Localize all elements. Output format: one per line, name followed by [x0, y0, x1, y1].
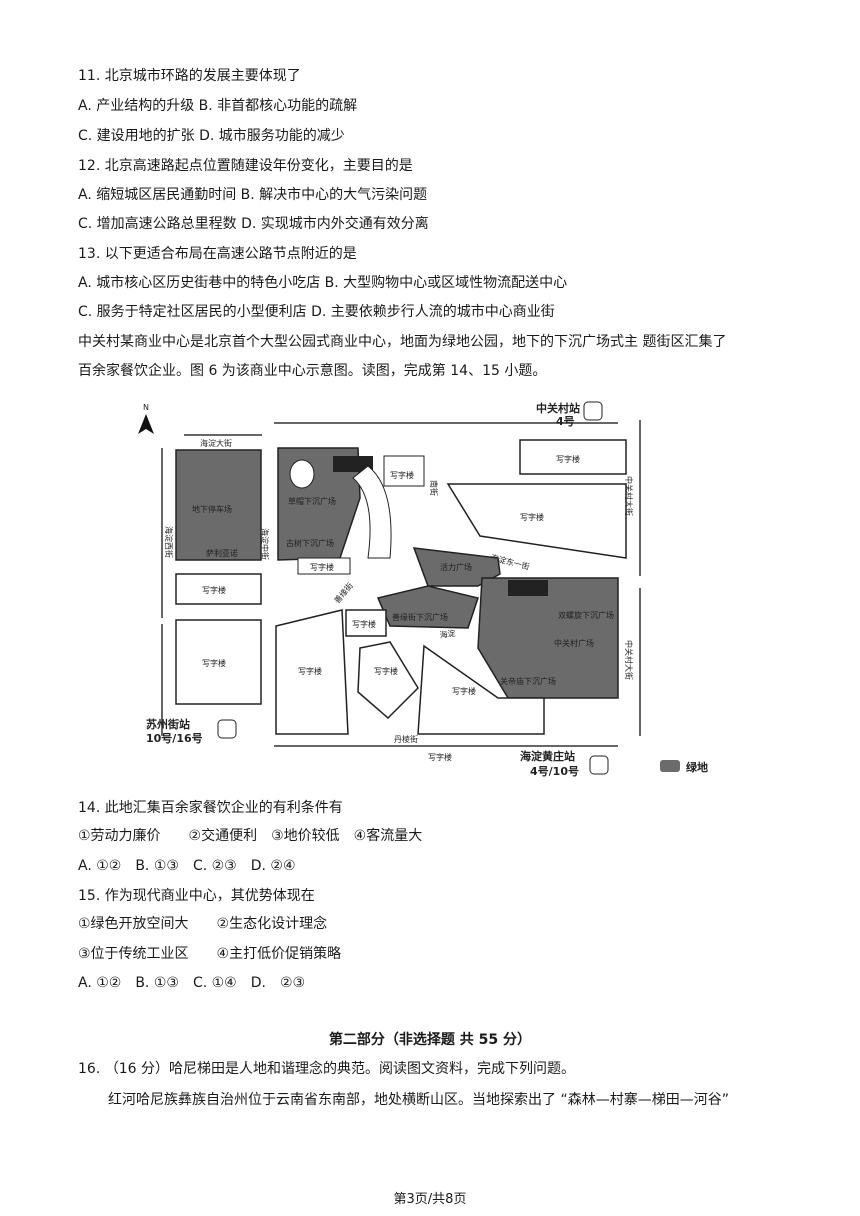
commercial-center-map: N 地下停车场 萨利亚诺 海淀大街 海淀西街 海淀中街 写字楼 写字楼 西区 草… [138, 401, 708, 778]
parking-block [175, 449, 262, 561]
shuangluo-label: 双螺旋下沉广场 [558, 610, 614, 620]
east-district [477, 577, 619, 699]
office-label-7: 写字楼 [352, 619, 376, 629]
road-caoyuan: 善缘街 [332, 580, 355, 605]
office-label-3: 写字楼 [390, 470, 414, 480]
road-danling: 丹棱街 [394, 734, 418, 744]
zgc-plaza-label: 中关村广场 [554, 638, 594, 648]
subway-icon-zgc [583, 401, 603, 421]
guandi-label: 关帝庙下沉广场 [500, 676, 556, 686]
legend-green-swatch [660, 760, 680, 772]
subway-icon-szj [217, 719, 237, 739]
bridge-label: 南街 [429, 480, 439, 496]
intro-line-1: 中关村某商业中心是北京首个大型公园式商业中心，地面为绿地公园，地下的下沉广场式主… [78, 334, 727, 350]
office-label-10: 写字楼 [452, 686, 476, 696]
office-label-9: 写字楼 [374, 666, 398, 676]
subway-icon-hdhz [589, 755, 609, 775]
q13-stem: 13. 以下更适合布局在高速公路节点附近的是 [78, 246, 357, 262]
station-szj-name: 苏州街站 [146, 717, 190, 731]
q15-options: A. ①② B. ①③ C. ①④ D. ②③ [78, 975, 306, 991]
office-label-11: 写字楼 [428, 752, 452, 762]
office-label-1: 写字楼 [202, 585, 226, 595]
road-zgc-top: 中关村大街 [624, 476, 634, 516]
ssq-label: 萨利亚诺 [206, 548, 238, 558]
q15-items-1: ①绿色开放空间大 ②生态化设计理念 [78, 916, 328, 932]
q13-options-cd: C. 服务于特定社区居民的小型便利店 D. 主要依赖步行人流的城市中心商业街 [78, 304, 555, 320]
station-zgc-line: 4号 [556, 415, 575, 428]
q14-items: ①劳动力廉价 ②交通便利 ③地价较低 ④客流量大 [78, 828, 423, 844]
station-zgc-name: 中关村站 [536, 401, 580, 415]
office-label-2: 写字楼 [202, 658, 226, 668]
q16-line-1: 16. （16 分）哈尼梯田是人地和谐理念的典范。阅读图文资料，完成下列问题。 [78, 1061, 575, 1077]
q15-stem: 15. 作为现代商业中心，其优势体现在 [78, 888, 315, 904]
part2-title: 第二部分（非选择题 共 55 分） [328, 1032, 532, 1048]
office-label-8: 写字楼 [298, 666, 322, 676]
north-label: N [143, 403, 149, 412]
q11-options-ab: A. 产业结构的升级 B. 非首都核心功能的疏解 [78, 98, 358, 114]
station-szj-line: 10号/16号 [146, 732, 203, 745]
office-label-5: 写字楼 [556, 454, 580, 464]
road-haidian-xijie: 海淀西街 [164, 526, 174, 558]
q16-line-2: 红河哈尼族彝族自治州位于云南省东南部，地处横断山区。当地探索出了 “森林—村寨—… [108, 1092, 729, 1108]
road-zgc-bottom: 中关村大街 [624, 640, 634, 680]
road-haidian-zhongjie: 海淀中街 [260, 528, 270, 560]
q12-stem: 12. 北京高速路起点位置随建设年份变化，主要目的是 [78, 158, 413, 174]
station-hdhz-name: 海淀黄庄站 [520, 749, 575, 763]
legend: 绿地 [660, 760, 708, 774]
q12-options-cd: C. 增加高速公路总里程数 D. 实现城市内外交通有效分离 [78, 216, 429, 232]
caomao-label: 草帽下沉广场 [288, 496, 336, 506]
station-hdhz-line: 4号/10号 [530, 765, 579, 778]
road-yuanhai: 海淀 [439, 628, 456, 640]
page-footer: 第3页/共8页 [393, 1192, 467, 1207]
road-haidian-dajie: 海淀大街 [200, 438, 232, 448]
q11-stem: 11. 北京城市环路的发展主要体现了 [78, 68, 301, 84]
office-label-6: 写字楼 [520, 512, 544, 522]
q12-options-ab: A. 缩短城区居民通勤时间 B. 解决市中心的大气污染问题 [78, 187, 428, 203]
q13-options-ab: A. 城市核心区历史街巷中的特色小吃店 B. 大型购物中心或区域性物流配送中心 [78, 275, 568, 291]
parking-label: 地下停车场 [192, 504, 232, 514]
q15-items-2: ③位于传统工业区 ④主打低价促销策略 [78, 946, 342, 962]
east-label: 东区 [514, 581, 536, 595]
office-label-4: 写字楼 [310, 562, 334, 572]
huoli-label: 活力广场 [440, 562, 472, 572]
q11-options-cd: C. 建设用地的扩张 D. 城市服务功能的减少 [78, 128, 345, 144]
north-arrow-icon: N [138, 403, 154, 434]
gushu-label: 古树下沉广场 [286, 538, 334, 548]
west-label: 西区 [340, 458, 362, 471]
chuanyuan-label: 善缘街下沉广场 [392, 612, 448, 622]
intro-line-2: 百余家餐饮企业。图 6 为该商业中心示意图。读图，完成第 14、15 小题。 [78, 363, 547, 379]
q14-stem: 14. 此地汇集百余家餐饮企业的有利条件有 [78, 800, 343, 816]
q14-options: A. ①② B. ①③ C. ②③ D. ②④ [78, 858, 296, 874]
legend-green-label: 绿地 [686, 760, 708, 774]
